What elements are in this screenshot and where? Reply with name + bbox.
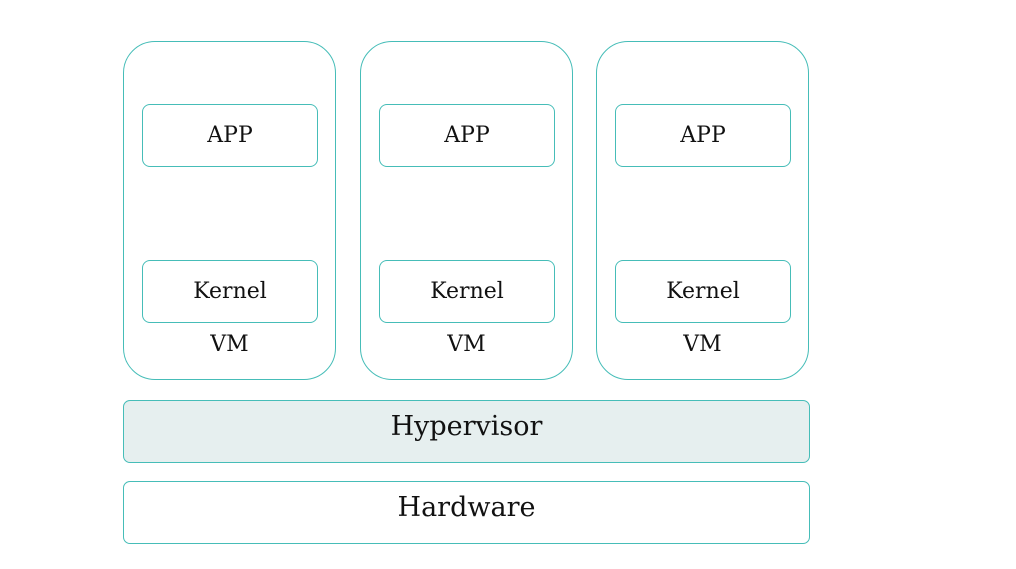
hardware-layer: Hardware [123,481,810,544]
app-box: APP [615,104,791,167]
kernel-box: Kernel [142,260,318,323]
app-box: APP [142,104,318,167]
kernel-box: Kernel [379,260,555,323]
vm-label: VM [683,332,722,357]
kernel-box: Kernel [615,260,791,323]
vm-container-1: APP Kernel VM [123,41,336,380]
vm-container-3: APP Kernel VM [596,41,809,380]
hardware-label: Hardware [397,492,536,523]
vm-label: VM [447,332,486,357]
vm-label: VM [210,332,249,357]
app-box: APP [379,104,555,167]
hypervisor-label: Hypervisor [390,411,543,442]
hypervisor-layer: Hypervisor [123,400,810,463]
vm-container-2: APP Kernel VM [360,41,573,380]
